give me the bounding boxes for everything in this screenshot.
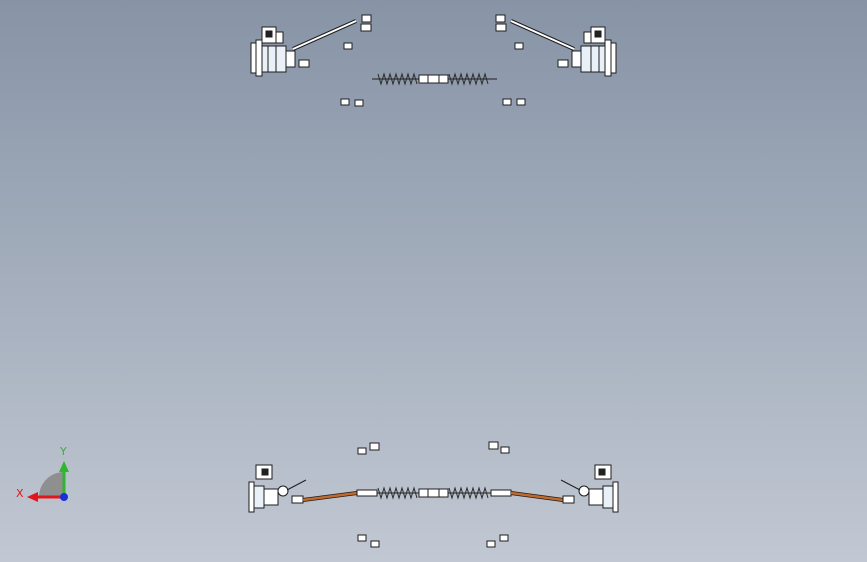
front-right-tie-rod[interactable] bbox=[490, 489, 564, 502]
front-right-coil-spring[interactable] bbox=[448, 486, 489, 500]
top-left-steering-link[interactable] bbox=[292, 14, 372, 51]
front-upper-mount-brackets[interactable] bbox=[357, 441, 510, 455]
top-right-wheel-hub[interactable] bbox=[557, 26, 617, 77]
top-left-coil-spring[interactable] bbox=[377, 72, 418, 86]
y-axis-label: Y bbox=[59, 445, 67, 458]
front-left-wheel-hub[interactable] bbox=[248, 464, 307, 513]
front-lower-mount-brackets[interactable] bbox=[357, 534, 509, 548]
y-axis-arrow bbox=[59, 461, 69, 497]
top-center-tie-rod[interactable] bbox=[372, 72, 497, 86]
triad-quadrant-shape bbox=[39, 472, 64, 497]
front-left-coil-spring[interactable] bbox=[377, 486, 418, 500]
front-view-assembly[interactable] bbox=[248, 441, 619, 548]
front-right-wheel-hub[interactable] bbox=[560, 464, 619, 513]
top-left-wheel-hub[interactable] bbox=[250, 26, 310, 77]
x-axis-label: X bbox=[16, 487, 24, 500]
front-center-spring-assembly[interactable] bbox=[377, 486, 512, 500]
top-right-steering-link[interactable] bbox=[495, 14, 575, 51]
top-right-coil-spring[interactable] bbox=[448, 72, 489, 86]
z-axis-indicator bbox=[60, 493, 68, 501]
x-axis-arrow bbox=[27, 492, 64, 502]
top-lower-mount-brackets[interactable] bbox=[340, 98, 526, 107]
top-view-assembly[interactable] bbox=[250, 14, 617, 107]
